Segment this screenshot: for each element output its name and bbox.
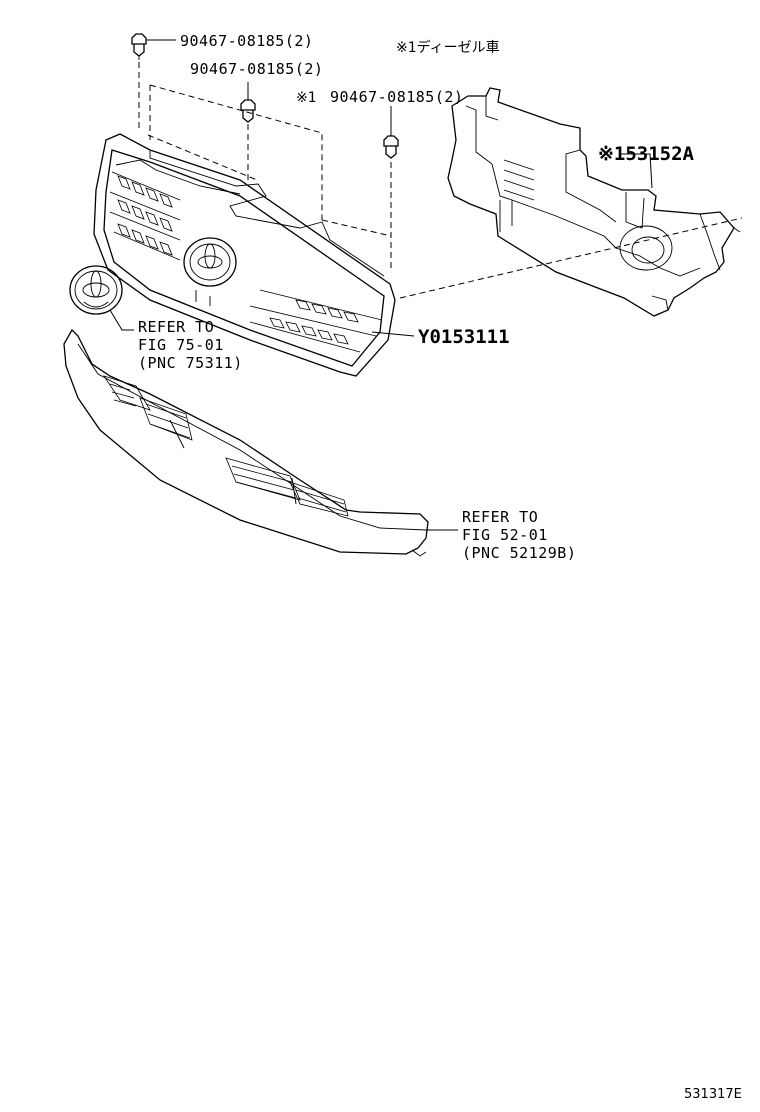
grille-panel[interactable]: [447, 87, 741, 317]
emblem-ref-line-2: FIG 75-01: [138, 336, 224, 354]
clip-icon-3[interactable]: [383, 135, 399, 159]
assembly-dashed-lines: [138, 62, 743, 299]
grille-part-number: Y0153111: [418, 326, 510, 348]
front-bumper[interactable]: [63, 328, 429, 557]
bumper-ref-line-1: REFER TO: [462, 508, 538, 526]
clip-icon-2[interactable]: [240, 99, 256, 123]
diesel-note: ※1ディーゼル車: [396, 39, 500, 56]
clip-2-part-number: 90467-08185(2): [190, 60, 323, 78]
panel-leader: [620, 153, 653, 189]
panel-part-number: ※153152A: [598, 143, 695, 165]
bumper-ref-line-3: (PNC 52129B): [462, 544, 576, 562]
radiator-grille[interactable]: [93, 133, 396, 377]
diagram-code: 531317E: [684, 1087, 742, 1102]
emblem[interactable]: [69, 265, 123, 315]
clip-3-note-mark: ※1: [296, 90, 317, 106]
grille-leader: [371, 331, 415, 337]
bumper-ref-line-2: FIG 52-01: [462, 526, 548, 544]
clip-icon-1[interactable]: [131, 33, 147, 60]
emblem-leader: [109, 309, 134, 331]
emblem-ref-line-1: REFER TO: [138, 318, 214, 336]
clip-3-part-number: 90467-08185(2): [330, 88, 463, 106]
emblem-ref-line-3: (PNC 75311): [138, 354, 243, 372]
clip-1-part-number: 90467-08185(2): [180, 32, 313, 50]
